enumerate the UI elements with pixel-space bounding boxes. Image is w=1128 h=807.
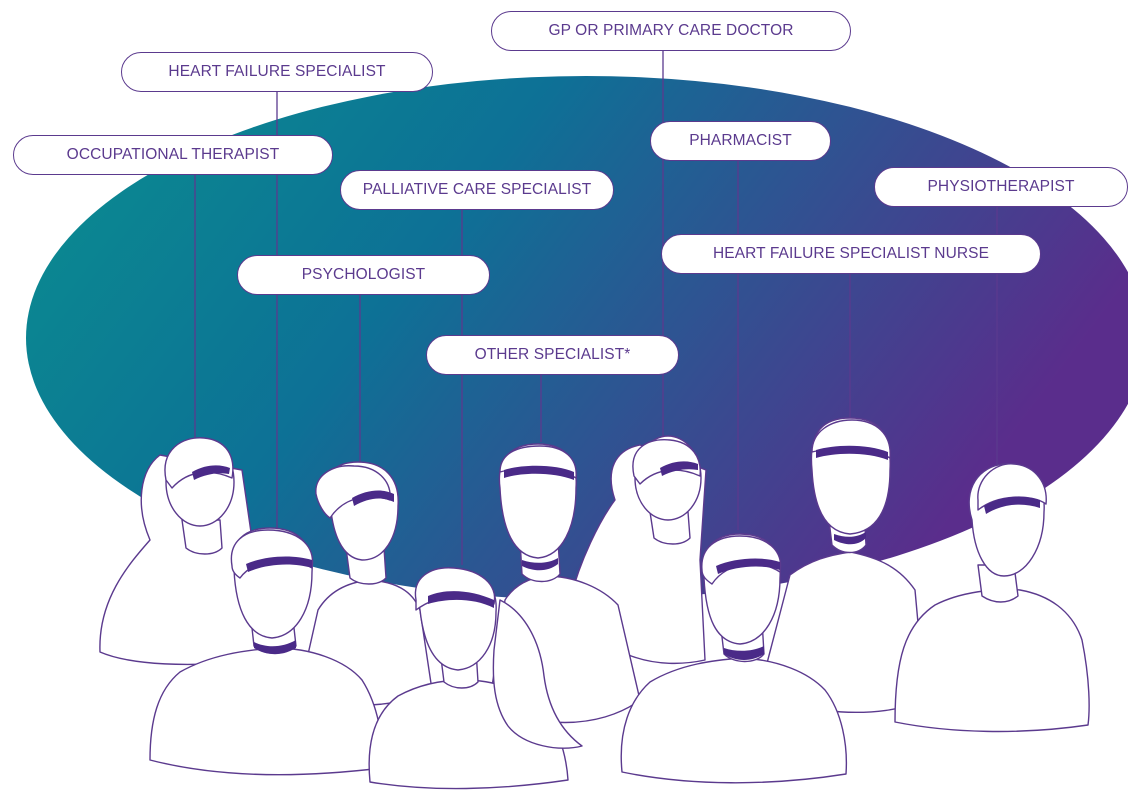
- figure-occupational-therapist: [99, 437, 259, 666]
- figure-physiotherapist: [894, 463, 1090, 733]
- label-pharmacist: PHARMACIST: [650, 121, 831, 161]
- care-team-figures: [99, 417, 1090, 790]
- label-physiotherapist: PHYSIOTHERAPIST: [874, 167, 1128, 207]
- label-occupational-therapist: OCCUPATIONAL THERAPIST: [13, 135, 333, 175]
- label-gp: GP OR PRIMARY CARE DOCTOR: [491, 11, 851, 51]
- figure-heart-failure-specialist: [149, 527, 384, 776]
- label-hf-specialist: HEART FAILURE SPECIALIST: [121, 52, 433, 92]
- figure-pharmacist: [620, 533, 848, 784]
- label-psychologist: PSYCHOLOGIST: [237, 255, 490, 295]
- figure-psychologist: [368, 567, 583, 790]
- label-hf-nurse: HEART FAILURE SPECIALIST NURSE: [661, 234, 1041, 274]
- label-other: OTHER SPECIALIST*: [426, 335, 679, 375]
- label-palliative: PALLIATIVE CARE SPECIALIST: [340, 170, 614, 210]
